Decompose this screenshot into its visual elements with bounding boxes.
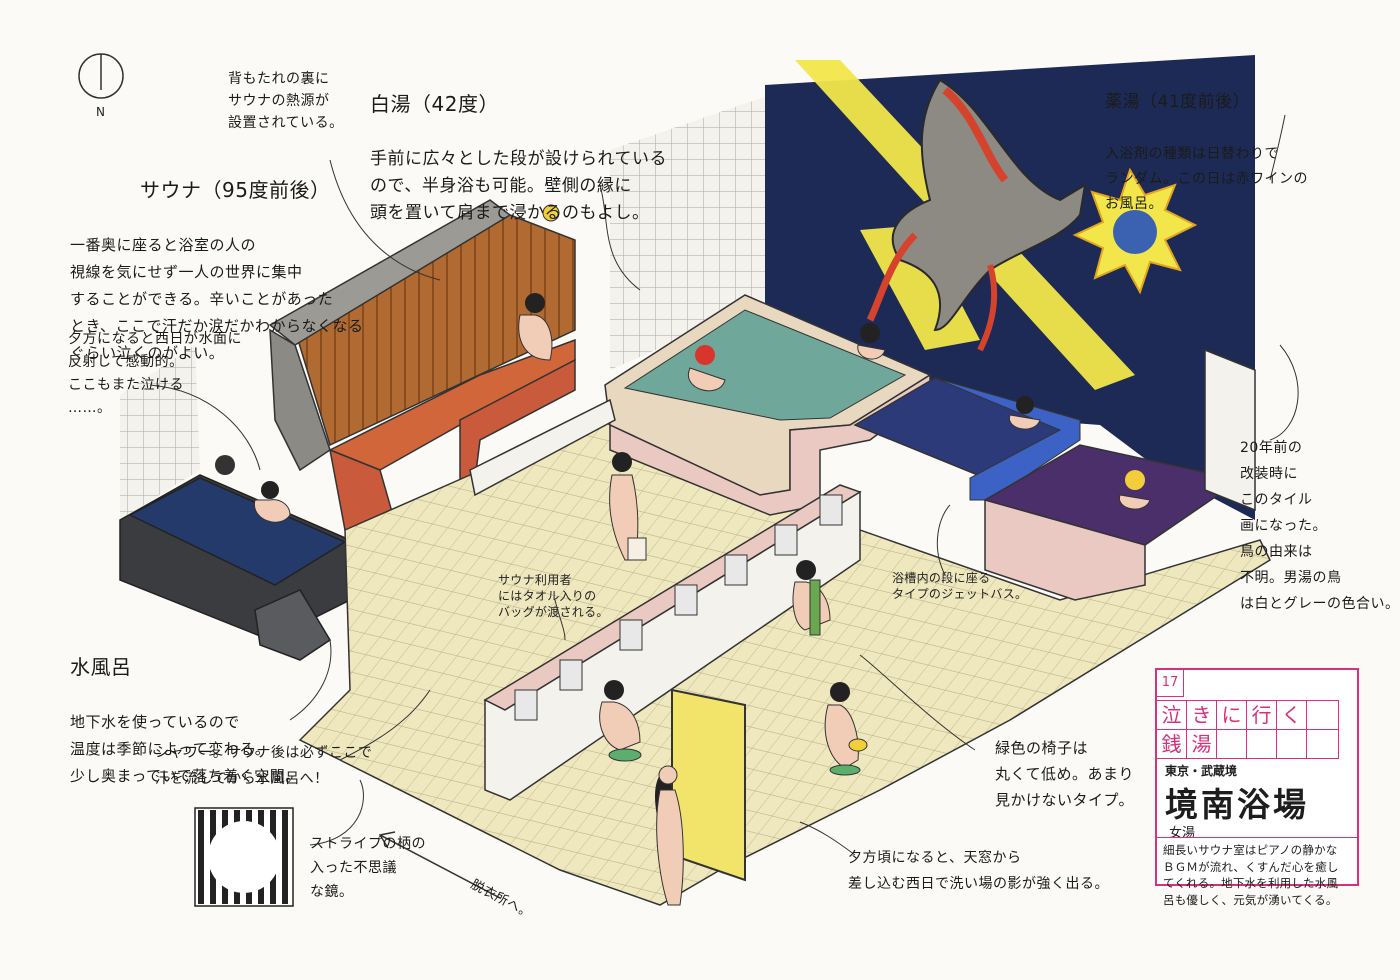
back-tile-wall	[610, 95, 770, 370]
title-char: 泣	[1157, 701, 1187, 729]
sauna-bather	[518, 293, 553, 361]
note-shower: シャワー。サウナ後は必ずここで 汗を流してから水風呂へ！	[155, 745, 373, 787]
note-yakuyu-title: 薬湯（41度前後）	[1105, 92, 1251, 112]
bather-with-bucket	[824, 682, 868, 776]
note-sauna-heat-source: 背もたれの裏に サウナの熱源が 設置されている。	[228, 71, 344, 131]
episode-number: 17	[1157, 670, 1184, 697]
title-char: に	[1217, 701, 1247, 729]
yakuyu-bather	[1119, 470, 1151, 510]
compass-label: N	[96, 105, 106, 119]
jet-bath-frame	[934, 377, 1081, 501]
mirrors	[514, 494, 843, 721]
series-title-grid: 泣 き に 行 く 銭 湯	[1157, 700, 1339, 759]
washing-bather-front	[599, 680, 642, 762]
note-green-chair: 緑色の椅子は 丸くて低め。あまり 見かけないタイプ。	[995, 739, 1135, 809]
side-washing-row	[469, 398, 616, 497]
washing-bather-green	[792, 560, 831, 636]
bathhouse-location: 東京・武蔵境	[1165, 764, 1238, 778]
note-shiroyu-body: 手前に広々とした段が設けられている ので、半身浴も可能。壁側の縁に 頭を置いて肩…	[370, 149, 667, 223]
title-char-blank	[1217, 730, 1247, 758]
bath-section: 女湯	[1169, 826, 1196, 841]
title-char: く	[1277, 701, 1307, 729]
walking-bather	[609, 452, 647, 561]
leader-lines	[149, 114, 1299, 856]
note-mizuburo-title: 水風呂	[70, 655, 132, 679]
episode-badge: 17 泣 き に 行 く 銭 湯 東京・武蔵境 境南浴場 女湯 細長いサウナ室は…	[1155, 668, 1359, 907]
title-char: 行	[1247, 701, 1277, 729]
phoenix-icon	[866, 78, 1087, 352]
note-sauna-users: サウナ利用者 にはタオル入りの バッグが渡される。	[498, 573, 609, 619]
bathhouse-name: 境南浴場	[1165, 785, 1309, 824]
compass-icon	[78, 53, 124, 99]
note-mizuburo-body: 地下水を使っているので 温度は季節によって変わる。 少し奥まっていて落ち着く空間…	[70, 713, 301, 785]
note-tile-mural: 20年前の 改装時に このタイル 画になった。 鳥の由来は 不明。男湯の鳥 は白…	[1240, 440, 1400, 612]
right-door	[1204, 348, 1256, 512]
sauna-lamp-icon	[542, 204, 560, 222]
note-jet-bath: 浴槽内の段に座る タイプのジェットバス。	[892, 571, 1028, 601]
badge-divider	[1157, 837, 1357, 838]
sauna-ceiling	[268, 199, 512, 346]
note-shiroyu-title: 白湯（42度）	[370, 92, 499, 116]
note-sauna: サウナ（95度前後） 一番奥に座ると浴室の人の 視線を気にせず一人の世界に集中 …	[70, 148, 363, 367]
title-char-blank	[1277, 730, 1307, 758]
sun-burst-icon	[1072, 167, 1198, 295]
bathhouse-description: 細長いサウナ室はピアノの静かな ＢＧＭが流れ、くすんだ心を癒し てくれる。地下水…	[1163, 843, 1339, 907]
note-shiroyu: 白湯（42度） 手前に広々とした段が設けられている ので、半身浴も可能。壁側の縁…	[370, 62, 667, 227]
title-char-blank	[1307, 730, 1339, 758]
note-sunset-shadow: 夕方頃になると、天窓から 差し込む西日で洗い場の影が強く出る。	[848, 850, 1109, 892]
cold-bath-step	[254, 589, 332, 661]
yakuyu-front	[984, 499, 1146, 601]
washing-partition-face	[484, 490, 861, 801]
bather-at-door	[655, 765, 684, 906]
shiroyu-water	[623, 309, 907, 421]
arrow-to-changing-room-icon	[378, 831, 501, 899]
title-char: 銭	[1157, 730, 1187, 758]
shiroyu-bathers	[687, 323, 886, 392]
title-char-blank	[1247, 730, 1277, 758]
note-sauna-title: サウナ（95度前後）	[140, 178, 331, 202]
note-stripe-mirror: ストライプの柄の 入った不思議 な鏡。	[310, 836, 426, 900]
stripe-mirror-icon	[194, 807, 294, 907]
note-sunset-water: 夕方になると西日が水面に 反射して感動的。 ここもまた泣ける ……。	[68, 331, 242, 416]
note-sauna-body: 一番奥に座ると浴室の人の 視線を気にせず一人の世界に集中 することができる。辛い…	[70, 236, 364, 362]
left-tile-wall	[120, 345, 200, 520]
cold-bath-bathers	[215, 455, 291, 523]
note-mizuburo: 水風呂 地下水を使っているので 温度は季節によって変わる。 少し奥まっていて落ち…	[70, 625, 301, 790]
note-yakuyu: 薬湯（41度前後） 入浴剤の種類は日替わりで ランダム。この日は赤ワインの お風…	[1105, 62, 1308, 217]
sauna-side-wall	[269, 328, 331, 472]
title-char: 湯	[1187, 730, 1217, 758]
jet-bath-bather	[1009, 396, 1041, 430]
title-char: き	[1187, 701, 1217, 729]
title-char-blank	[1307, 701, 1339, 729]
note-yakuyu-body: 入浴剤の種類は日替わりで ランダム。この日は赤ワインの お風呂。	[1105, 146, 1308, 212]
